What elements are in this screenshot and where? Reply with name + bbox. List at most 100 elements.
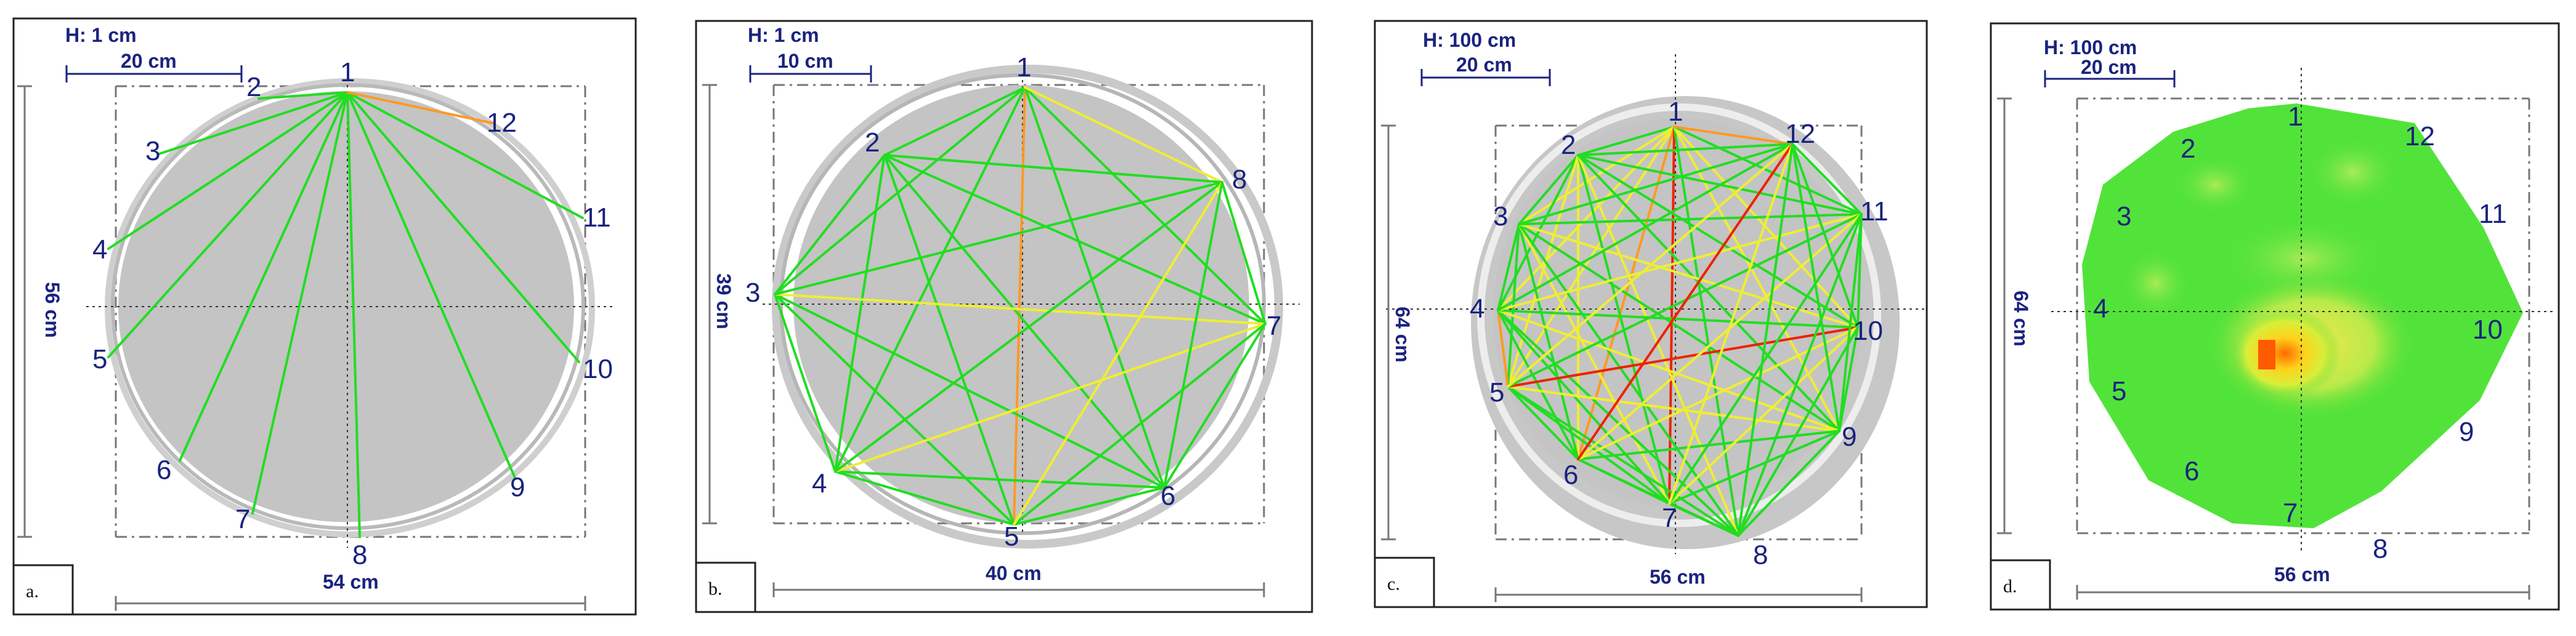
sensor-label: 11 [1860,196,1889,227]
sensor-label: 7 [1266,311,1281,341]
depth-label: 64 cm [1391,307,1414,363]
sensor-label: 7 [1662,503,1677,533]
sensor-labels: 1 2 3 4 5 6 7 8 9 10 11 12 [92,57,613,570]
sound-path [1024,86,1165,489]
sensor-label: 1 [2288,102,2303,132]
tomogram-defect [2258,340,2275,369]
trunk-outline-ring [772,65,1283,549]
sound-path [1518,223,1579,461]
sound-path [1507,385,1841,432]
sensor-label: 4 [812,469,827,499]
sound-path [1497,154,1579,312]
sound-path [1673,126,1740,537]
sensor-label: 3 [745,278,760,308]
depth-label: 39 cm [713,273,735,329]
sound-path [107,91,349,250]
sound-path [1518,223,1740,537]
sensor-label: 9 [2459,417,2474,447]
sensor-label: 7 [235,504,250,534]
sound-path [1737,143,1794,537]
sensor-label: 1 [1016,52,1031,83]
sound-path [883,154,1223,183]
sound-path [346,91,580,363]
sound-path [346,91,361,538]
sensor-label: 7 [2283,498,2298,528]
panel-b: 1 2 3 4 5 6 7 8 H: 1 cm 10 cm 40 cm 39 c… [695,20,1313,613]
sound-path [1497,309,1859,329]
sound-path [1668,430,1841,505]
sound-path [1673,126,1859,329]
sound-path [834,470,1165,489]
sound-path [1791,143,1841,432]
sensor-label: 5 [1004,521,1019,552]
sound-path [1577,213,1863,461]
sensor-label: 4 [2093,294,2108,324]
sensor-label: 9 [1842,422,1857,452]
sound-path [883,154,1015,526]
sensor-labels: 1 2 3 4 5 6 7 8 9 10 11 12 [2093,102,2507,564]
sound-path [1518,143,1794,225]
sensor-label: 4 [92,235,107,265]
height-label: H: 1 cm [65,24,137,46]
sensor-label: 10 [2473,315,2503,345]
scale-label: 20 cm [1456,54,1512,76]
sound-path [346,91,584,219]
sound-path [834,323,1266,473]
sound-path [1497,126,1675,312]
trunk-outline-ring [105,78,595,537]
sound-path [1013,486,1165,526]
sound-paths [1497,126,1863,537]
sensor-label: 4 [1470,294,1484,324]
sensor-labels: 1 2 3 4 5 6 7 8 9 10 11 12 [1470,97,1889,570]
sound-path [1497,309,1509,388]
sensor-label: 11 [583,203,611,233]
panel-a: 1 2 3 4 5 6 7 8 9 10 11 12 H: 1 cm 20 cm… [12,17,637,616]
sound-path [883,154,1165,489]
sound-path [1737,430,1841,537]
tomogram-light-zone [2172,154,2258,215]
sensor-label: 3 [1493,201,1508,231]
sensor-label: 11 [2479,199,2507,229]
width-label: 56 cm [1650,566,1706,588]
caption-box [1374,557,1435,608]
sound-path [158,91,349,155]
sensor-label: 1 [340,57,355,87]
panel-caption: c. [1387,574,1400,594]
sound-path [1838,213,1863,432]
sensor-label: 3 [2116,201,2131,231]
sound-path [1518,223,1841,432]
sound-path [774,86,1026,296]
panel-d: 1 2 3 4 5 6 7 8 9 10 11 12 H: 100 cm 20 … [1990,22,2560,611]
sensor-label: 12 [2405,121,2435,151]
panel-caption: a. [26,581,39,602]
height-label: H: 1 cm [748,24,819,46]
sound-path [1673,126,1863,215]
sound-path [1791,143,1863,215]
sound-path [1497,143,1794,312]
tomogram-light-zone [2119,246,2193,320]
sensor-label: 5 [1489,377,1504,408]
sound-path [179,91,349,462]
sound-path [1577,126,1675,156]
sound-path [834,154,886,473]
sound-path [1668,502,1740,537]
sensor-label: 10 [1853,316,1883,346]
sound-path [1737,326,1859,537]
sound-path [834,86,1026,473]
sound-path [1163,181,1223,489]
sound-path [1737,213,1863,537]
sensor-label: 5 [92,344,107,374]
sound-path [1221,181,1266,325]
sensor-label: 3 [145,136,160,166]
sound-path [1497,213,1863,312]
sound-path [1838,326,1859,432]
depth-label: 56 cm [41,282,63,338]
sound-path [1497,309,1740,537]
sound-path [774,154,886,296]
sensor-label: 6 [1160,481,1175,511]
width-label: 40 cm [986,562,1042,584]
tomogram-light-zone [2304,135,2402,209]
sensor-labels: 1 2 3 4 5 6 7 8 [745,52,1281,552]
sensor-label: 6 [156,455,171,485]
